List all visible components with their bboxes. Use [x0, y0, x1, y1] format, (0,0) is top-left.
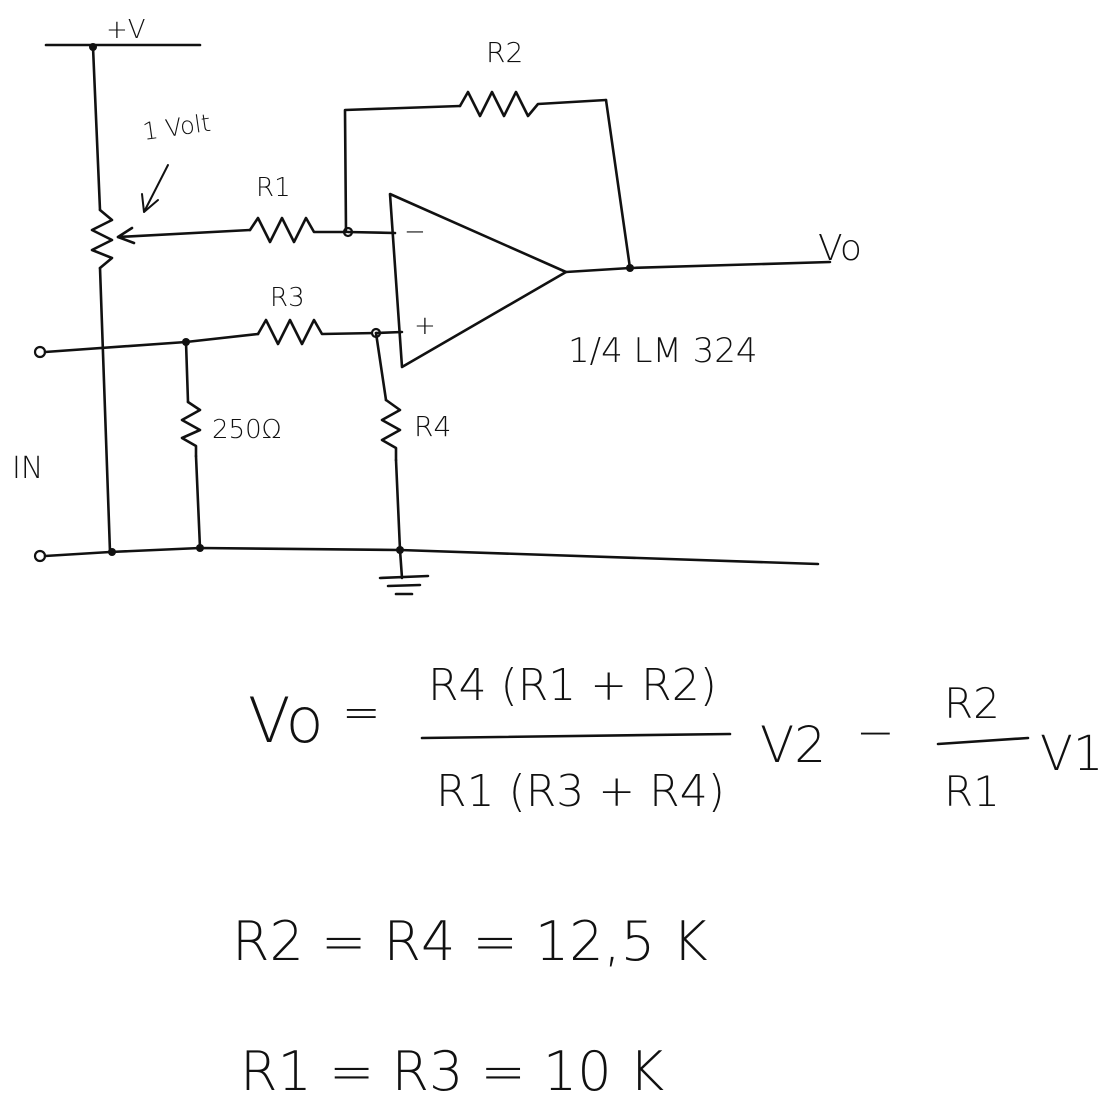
r1-resistor [248, 216, 350, 244]
formula-ratio-num: R2 [944, 679, 1000, 728]
formula-ratio-bar [936, 736, 1030, 746]
formula-v1: V1 [1040, 726, 1103, 782]
output-label: Vo [818, 228, 862, 269]
opamp-body [388, 192, 568, 369]
input-terminal-top [33, 345, 47, 359]
ground-node-left [108, 548, 116, 556]
shunt-upper-wire [184, 340, 190, 404]
shunt-lower-wire [194, 454, 202, 550]
potentiometer [90, 208, 114, 270]
r3-label: R3 [270, 283, 305, 313]
formula-v2: V2 [760, 716, 826, 774]
values-line-2: R1 = R3 = 10 K [240, 1040, 664, 1103]
formula-lhs: Vo [248, 684, 324, 757]
feedback-right-wire [604, 98, 632, 270]
pot-ground-wire [98, 266, 112, 554]
wiper-wire [116, 228, 252, 239]
formula-equals: = [342, 685, 381, 739]
values-line-1: R2 = R4 = 12,5 K [232, 910, 708, 973]
pot-annotation-arrow [141, 164, 169, 213]
r4-label: R4 [414, 410, 451, 443]
formula-fraction-bar [420, 732, 732, 740]
inv-sign: − [404, 217, 426, 247]
input-top-wire [43, 332, 260, 354]
r4-resistor [380, 398, 402, 462]
pot-label: 1 Volt [141, 109, 212, 146]
feedback-left-wire [343, 104, 462, 234]
r2-resistor [458, 90, 608, 118]
input-label: IN [12, 451, 43, 486]
formula-minus: − [856, 705, 895, 759]
noninv-input-wire [374, 330, 404, 335]
inv-input-wire [346, 230, 397, 235]
r1-label: R1 [256, 173, 291, 203]
shunt-resistor [180, 400, 202, 458]
ground-rail [43, 546, 820, 566]
supply-wire [91, 45, 102, 212]
gain-formula: Vo = R4 (R1 + R2) R1 (R3 + R4) V2 − R2 R… [248, 660, 1103, 817]
shunt-label: 250Ω [212, 415, 282, 445]
r4-lower-wire [394, 458, 402, 552]
input-terminal-bottom [33, 549, 47, 563]
ground-symbol [378, 548, 430, 596]
formula-ratio-den: R1 [944, 767, 1000, 816]
formula-denominator: R1 (R3 + R4) [436, 766, 725, 817]
r3-resistor [256, 318, 378, 346]
formula-numerator: R4 (R1 + R2) [428, 660, 717, 711]
supply-label: +V [106, 15, 146, 45]
opamp-label: 1/4 LM 324 [568, 331, 758, 371]
noninv-sign: + [414, 311, 436, 341]
output-node [626, 264, 634, 272]
ground-node-mid [196, 544, 204, 552]
r4-upper-wire [374, 331, 388, 402]
output-wire [564, 260, 832, 274]
r2-label: R2 [486, 36, 523, 69]
